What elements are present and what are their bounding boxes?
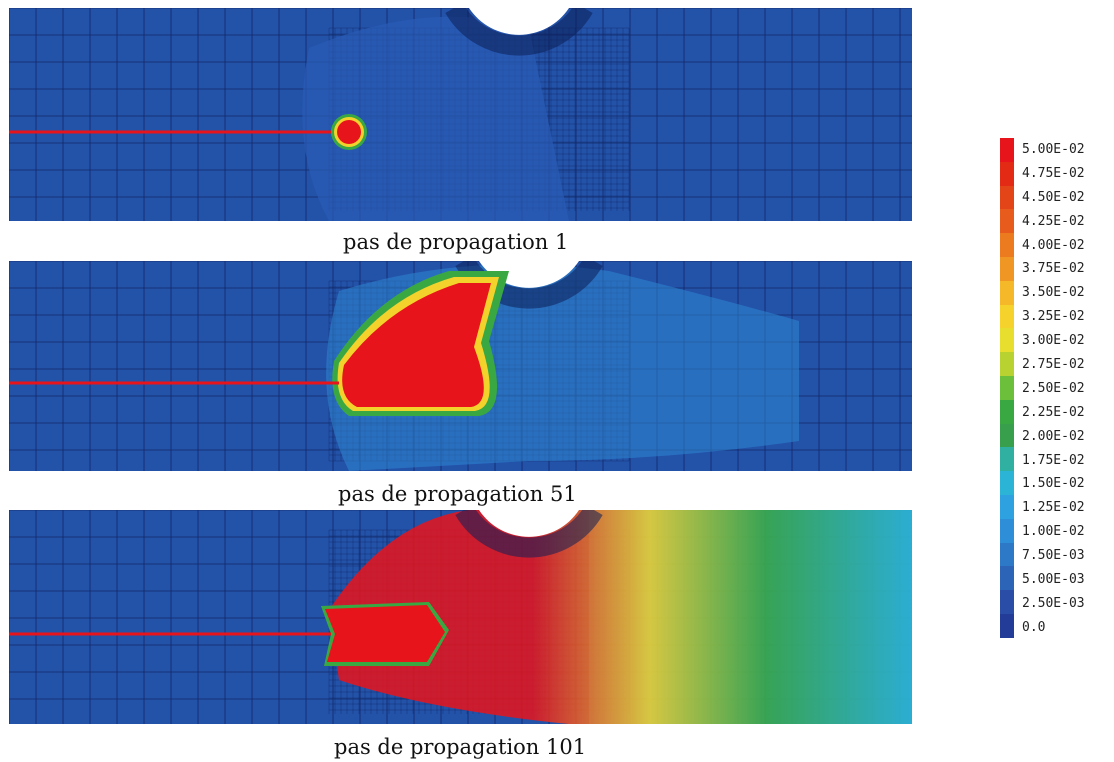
legend-label: 3.75E-02: [1022, 261, 1085, 277]
fem-panel-step-51: [9, 261, 912, 471]
legend-swatch: [1000, 280, 1014, 305]
legend-label: 5.00E-02: [1022, 142, 1085, 157]
legend-swatch: [1000, 613, 1014, 638]
legend-swatch: [1000, 328, 1014, 353]
legend-colorbar: [1000, 138, 1014, 638]
legend-label: 4.50E-02: [1022, 189, 1085, 205]
legend-label: 3.00E-02: [1022, 333, 1085, 349]
legend-label: 5.00E-03: [1022, 572, 1085, 588]
caption-step-1: pas de propagation 1: [343, 230, 569, 254]
legend-label: 2.00E-02: [1022, 428, 1085, 444]
legend-label: 1.75E-02: [1022, 452, 1085, 468]
legend-swatch: [1000, 399, 1014, 424]
legend-swatch: [1000, 304, 1014, 329]
fem-panel-step-101: [9, 510, 912, 724]
legend-label: 0.0: [1022, 619, 1046, 635]
legend-swatch: [1000, 185, 1014, 210]
caption-step-101: pas de propagation 101: [334, 735, 587, 759]
legend-swatch: [1000, 471, 1014, 495]
legend-label: 2.50E-02: [1022, 380, 1085, 396]
legend-swatch: [1000, 209, 1014, 234]
legend-swatch: [1000, 590, 1014, 614]
caption-step-51: pas de propagation 51: [338, 482, 577, 506]
color-scale-legend: 5.00E-02 4.75E-02 4.50E-02 4.25E-02 4.00E-02…: [1000, 138, 1110, 638]
legend-swatch: [1000, 518, 1014, 543]
legend-label: 2.50E-03: [1022, 595, 1085, 611]
legend-swatch: [1000, 233, 1014, 257]
legend-label: 3.25E-02: [1022, 309, 1085, 325]
legend-label: 1.25E-02: [1022, 500, 1085, 516]
legend-swatch: [1000, 423, 1014, 448]
legend-swatch: [1000, 494, 1014, 519]
legend-label: 1.50E-02: [1022, 476, 1085, 492]
legend-swatch: [1000, 375, 1014, 400]
legend-label: 4.25E-02: [1022, 213, 1085, 229]
legend-swatch: [1000, 447, 1014, 472]
legend-swatch: [1000, 352, 1014, 376]
fem-panel-step-1: [9, 8, 912, 221]
legend-label: 2.25E-02: [1022, 404, 1085, 420]
legend-swatch: [1000, 256, 1014, 281]
legend-labels: 5.00E-02 4.75E-02 4.50E-02 4.25E-02 4.00E-02…: [1022, 138, 1085, 640]
legend-label: 4.75E-02: [1022, 165, 1085, 181]
legend-swatch: [1000, 542, 1014, 567]
legend-label: 1.00E-02: [1022, 524, 1085, 540]
legend-swatch: [1000, 161, 1014, 186]
legend-label: 3.50E-02: [1022, 285, 1085, 301]
legend-label: 4.00E-02: [1022, 237, 1085, 253]
legend-label: 7.50E-03: [1022, 548, 1085, 564]
legend-label: 2.75E-02: [1022, 357, 1085, 373]
legend-swatch: [1000, 138, 1014, 162]
legend-swatch: [1000, 566, 1014, 591]
